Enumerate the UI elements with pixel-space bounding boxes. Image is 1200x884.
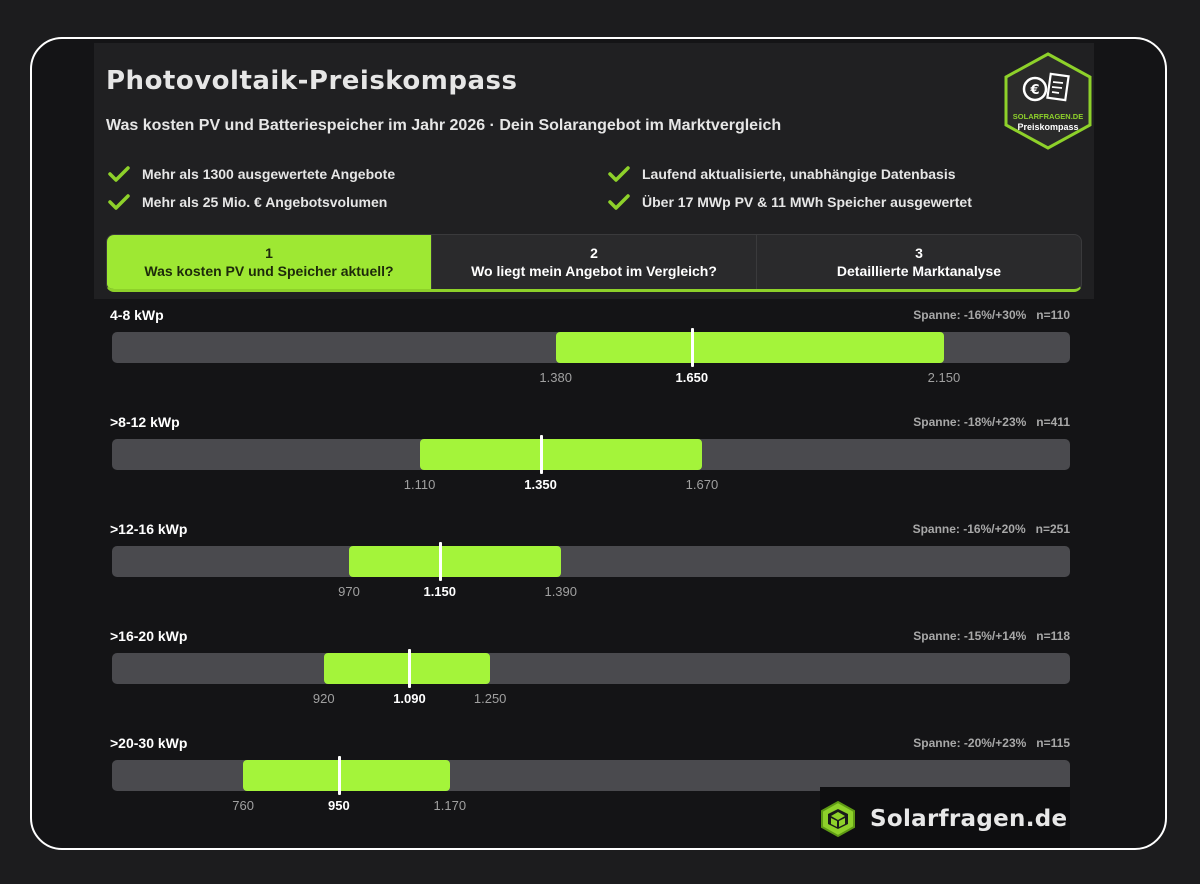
tick-median: 950: [328, 798, 350, 813]
preiskompass-logo: € SOLARFRAGEN.DE Preiskompass: [1004, 52, 1092, 150]
range-fill: [419, 439, 702, 470]
tab-step-1[interactable]: 1 Was kosten PV und Speicher aktuell?: [107, 235, 432, 289]
step-tabs: 1 Was kosten PV und Speicher aktuell? 2 …: [106, 234, 1082, 292]
page-subtitle: Was kosten PV und Batteriespeicher im Ja…: [106, 117, 782, 134]
row-meta: Spanne: -16%/+30% n=110: [913, 308, 1070, 322]
feature-item: Mehr als 25 Mio. € Angebotsvolumen: [108, 193, 387, 211]
median-marker: [438, 542, 442, 581]
row-label: 4-8 kWp: [110, 307, 164, 323]
svg-text:€: €: [1029, 83, 1039, 98]
row-label: >16-20 kWp: [110, 628, 188, 644]
row-label: >12-16 kWp: [110, 521, 188, 537]
feature-item: Laufend aktualisierte, unabhängige Daten…: [608, 165, 956, 183]
median-marker: [408, 649, 412, 688]
svg-text:Preiskompass: Preiskompass: [1017, 122, 1078, 132]
tick-high: 1.670: [685, 477, 719, 492]
range-fill: [323, 653, 491, 684]
page-title: Photovoltaik-Preiskompass: [106, 66, 518, 96]
check-icon: [108, 166, 130, 182]
feature-item: Mehr als 1300 ausgewertete Angebote: [108, 165, 395, 183]
feature-text: Mehr als 1300 ausgewertete Angebote: [142, 166, 396, 182]
feature-item: Über 17 MWp PV & 11 MWh Speicher ausgewe…: [608, 193, 972, 211]
median-marker: [539, 435, 543, 474]
tab-label: Was kosten PV und Speicher aktuell?: [144, 263, 394, 279]
feature-text: Mehr als 25 Mio. € Angebotsvolumen: [142, 194, 388, 210]
range-fill: [348, 546, 561, 577]
range-fill: [555, 332, 944, 363]
tick-median: 1.650: [675, 370, 709, 385]
tick-low: 1.380: [539, 370, 572, 385]
row-label: >8-12 kWp: [110, 414, 180, 430]
solarfragen-logo-icon: [821, 800, 855, 837]
tick-low: 920: [312, 691, 335, 706]
range-track: [112, 756, 1070, 795]
median-marker: [337, 756, 341, 795]
feature-text: Über 17 MWp PV & 11 MWh Speicher ausgewe…: [642, 194, 972, 210]
tab-label: Wo liegt mein Angebot im Vergleich?: [471, 263, 717, 279]
brand-name: Solarfragen.de: [870, 805, 1068, 832]
row-meta: Spanne: -20%/+23% n=115: [913, 736, 1070, 750]
feature-text: Laufend aktualisierte, unabhängige Daten…: [642, 166, 956, 182]
check-icon: [108, 194, 130, 210]
header-panel: Photovoltaik-Preiskompass Was kosten PV …: [94, 43, 1094, 299]
row-meta: Spanne: -16%/+20% n=251: [912, 522, 1070, 536]
check-icon: [608, 194, 630, 210]
tick-high: 1.170: [433, 798, 467, 813]
row-label: >20-30 kWp: [110, 735, 188, 751]
tick-high: 2.150: [927, 370, 961, 385]
svg-text:SOLARFRAGEN.DE: SOLARFRAGEN.DE: [1013, 112, 1083, 121]
tab-step-3[interactable]: 3 Detaillierte Marktanalyse: [757, 235, 1081, 289]
brand-footer: Solarfragen.de: [820, 787, 1070, 848]
tab-number: 2: [590, 245, 598, 261]
tick-median: 1.090: [393, 691, 426, 706]
tick-low: 1.110: [403, 477, 436, 492]
row-meta: Spanne: -15%/+14% n=118: [913, 629, 1070, 643]
check-icon: [608, 166, 630, 182]
row-meta: Spanne: -18%/+23% n=411: [913, 415, 1070, 429]
tick-median: 1.150: [423, 584, 457, 599]
tick-low: 760: [232, 798, 254, 813]
range-track: [112, 435, 1070, 474]
tab-label: Detaillierte Marktanalyse: [836, 263, 1002, 279]
tick-high: 1.390: [544, 584, 578, 599]
tick-low: 970: [338, 584, 360, 599]
range-fill: [243, 760, 450, 791]
median-marker: [690, 328, 694, 367]
app-frame: Photovoltaik-Preiskompass Was kosten PV …: [30, 37, 1167, 850]
range-track: [112, 649, 1070, 688]
range-track: [112, 328, 1070, 367]
tab-number: 3: [915, 245, 923, 261]
tab-number: 1: [265, 245, 273, 261]
range-track: [112, 542, 1070, 581]
tick-high: 1.250: [473, 691, 507, 706]
tab-step-2[interactable]: 2 Wo liegt mein Angebot im Vergleich?: [432, 235, 757, 289]
tick-median: 1.350: [524, 477, 557, 492]
